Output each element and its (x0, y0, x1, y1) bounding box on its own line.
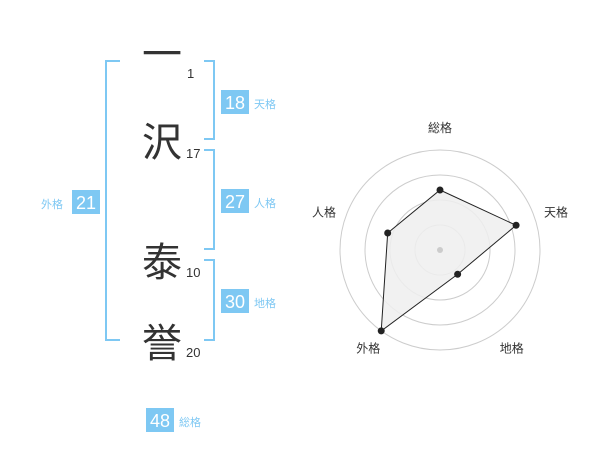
radar-point-2 (512, 221, 520, 229)
badge-value-chikaku: 30 (225, 292, 245, 312)
badge-box-tenkaku (221, 90, 249, 114)
badge-jinkaku: 27 人格 (221, 189, 276, 213)
badge-box-soukaku (146, 408, 174, 432)
radar-axis-label-1: 総格 (428, 120, 452, 135)
badge-gaikaku: 外格 21 (41, 190, 100, 214)
jinkaku-bracket (204, 149, 215, 250)
badge-soukaku: 48 総格 (146, 408, 201, 432)
badge-label-soukaku: 総格 (179, 415, 201, 429)
tenkaku-bracket (204, 60, 215, 140)
badge-label-chikaku: 地格 (254, 296, 276, 310)
badge-chikaku: 30 地格 (221, 289, 276, 313)
stroke-count-1: 1 (187, 66, 194, 81)
badge-box-jinkaku (221, 189, 249, 213)
name-char-4: 誉 (142, 321, 182, 367)
name-char-3: 泰 (142, 240, 182, 286)
name-characters: 一 1 沢 17 泰 10 誉 20 (142, 32, 200, 367)
badge-box-chikaku (221, 289, 249, 313)
badge-label-tenkaku: 天格 (254, 97, 276, 111)
radar-point-3 (454, 270, 462, 278)
name-char-2: 沢 (142, 120, 182, 166)
stroke-count-2: 17 (186, 146, 200, 161)
stroke-count-3: 10 (186, 265, 200, 280)
badge-tenkaku: 18 天格 (221, 90, 276, 114)
radar-point-1 (436, 186, 444, 194)
radar-polygon (380, 189, 518, 332)
badge-value-jinkaku: 27 (225, 192, 245, 212)
badge-label-gaikaku: 外格 (41, 197, 63, 211)
badge-label-jinkaku: 人格 (254, 196, 276, 210)
radar-center-dot (437, 247, 443, 253)
radar-ring-3 (364, 174, 516, 326)
stroke-count-4: 20 (186, 345, 200, 360)
radar-axis-label-3: 地格 (500, 341, 524, 356)
badge-value-gaikaku: 21 (76, 193, 96, 213)
name-char-1: 一 (142, 32, 182, 78)
radar-axis-label-4: 外格 (356, 341, 380, 356)
brackets (105, 60, 215, 341)
radar-axis-label-5: 人格 (312, 204, 336, 219)
chikaku-bracket (204, 259, 215, 341)
gaikaku-bracket (105, 60, 120, 341)
badge-value-soukaku: 48 (150, 411, 170, 431)
badge-box-gaikaku (72, 190, 100, 214)
badge-value-tenkaku: 18 (225, 93, 245, 113)
radar-ring-4 (339, 149, 541, 351)
radar-point-5 (384, 229, 392, 237)
radar-point-4 (377, 327, 385, 335)
radar-axis-label-2: 天格 (544, 204, 568, 219)
